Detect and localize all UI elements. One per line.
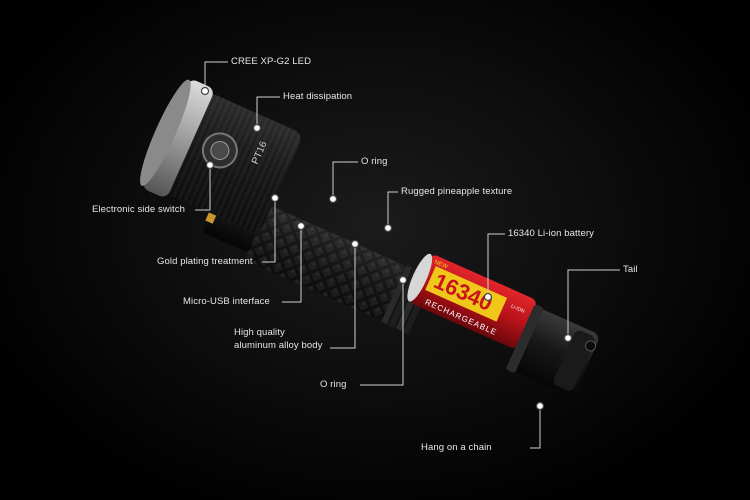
dot-pineapple [383, 223, 393, 233]
label-alloy-body-line1: High quality [234, 327, 285, 338]
dot-battery [483, 292, 493, 302]
label-pineapple-texture: Rugged pineapple texture [401, 186, 513, 197]
label-heat-dissipation: Heat dissipation [283, 91, 353, 102]
leader-lines [195, 61, 620, 449]
dot-oring-top [328, 194, 338, 204]
dot-led [200, 86, 210, 96]
label-gold-plating: Gold plating treatment [157, 256, 253, 267]
dot-chain [535, 401, 545, 411]
leader-heat [256, 96, 280, 128]
label-side-switch: Electronic side switch [92, 204, 186, 215]
bezel-ring [143, 80, 213, 197]
label-oring-top: O ring [361, 156, 388, 167]
leader-usb [282, 226, 302, 303]
battery-brand: NEW [433, 259, 449, 270]
label-oring-bottom: O ring [320, 379, 347, 390]
dot-gold [270, 193, 280, 203]
callout-dots [200, 86, 573, 411]
leader-battery [487, 233, 505, 297]
flashlight-head: PT16 [140, 79, 301, 232]
battery: 16340 RECHARGEABLE NEW Li-ION [407, 253, 536, 348]
label-tail: Tail [623, 264, 638, 275]
dot-side-switch [205, 160, 215, 170]
dot-usb [296, 221, 306, 231]
dot-heat [252, 123, 262, 133]
battery-small-text: Li-ION [510, 303, 526, 315]
battery-label-band [425, 266, 508, 322]
leader-oring-top [332, 161, 358, 199]
lanyard-hole [585, 340, 597, 352]
label-alloy-body: High quality aluminum alloy body [234, 326, 374, 352]
label-chain: Hang on a chain [421, 442, 492, 453]
leader-side-switch [195, 165, 211, 211]
leader-body [330, 244, 356, 349]
dot-body [350, 239, 360, 249]
dot-tail [563, 333, 573, 343]
leader-chain [530, 406, 541, 449]
label-battery: 16340 Li-ion battery [508, 228, 594, 239]
tail-cap [506, 304, 599, 395]
leader-led [204, 61, 228, 91]
leader-pineapple [387, 191, 398, 228]
leader-gold [262, 198, 276, 263]
dot-oring-bottom [398, 275, 408, 285]
label-alloy-body-line2: aluminum alloy body [234, 340, 323, 351]
leader-tail [567, 269, 620, 338]
label-led: CREE XP-G2 LED [231, 56, 312, 67]
label-micro-usb: Micro-USB interface [183, 296, 270, 307]
leader-oring-bottom [360, 280, 404, 386]
